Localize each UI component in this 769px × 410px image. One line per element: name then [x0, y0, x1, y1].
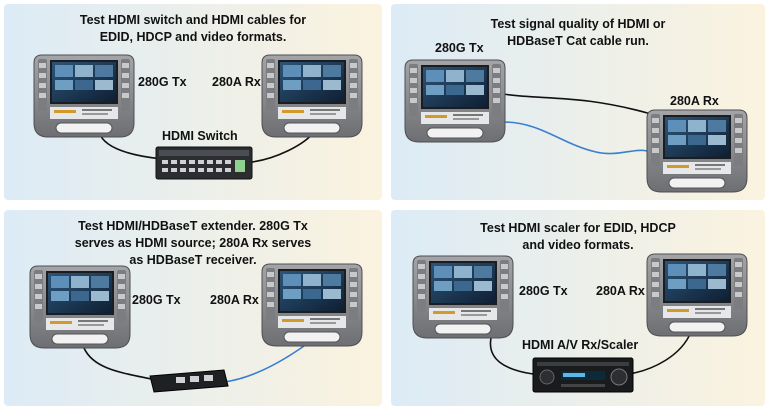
rx-analyzer-device [646, 109, 748, 193]
rx-analyzer-device [261, 54, 363, 138]
panel-title: Test HDMI switch and HDMI cables for EDI… [4, 12, 382, 46]
tx-label: 280G Tx [519, 284, 568, 298]
hdmi-switch-device [155, 146, 253, 180]
rx-label: 280A Rx [210, 293, 259, 307]
rx-label: 280A Rx [596, 284, 645, 298]
tx-analyzer-device [412, 255, 514, 339]
title-line: Test signal quality of HDMI or [490, 17, 666, 31]
tx-analyzer-device [33, 54, 135, 138]
panel-extender-test: Test HDMI/HDBaseT extender. 280G Tx serv… [4, 210, 382, 406]
tx-analyzer-device [404, 59, 506, 143]
panel-cable-run-diagram [391, 4, 765, 200]
tx-analyzer-device [29, 265, 131, 349]
panel-title: Test HDMI/HDBaseT extender. 280G Tx serv… [4, 218, 382, 269]
av-receiver-scaler-device [532, 357, 634, 393]
title-line: and video formats. [522, 238, 634, 252]
title-line: HDBaseT Cat cable run. [507, 34, 649, 48]
panel-title: Test HDMI scaler for EDID, HDCP and vide… [391, 220, 765, 254]
panel-hdmi-switch-diagram [4, 4, 382, 200]
rx-label: 280A Rx [212, 75, 261, 89]
title-line: as HDBaseT receiver. [129, 253, 257, 267]
title-line: Test HDMI switch and HDMI cables for [79, 13, 307, 27]
panel-cable-run-test: Test signal quality of HDMI or HDBaseT C… [391, 4, 765, 200]
hdbaset-extender-device [149, 369, 229, 393]
tx-label: 280G Tx [138, 75, 187, 89]
title-line: Test HDMI scaler for EDID, HDCP [480, 221, 676, 235]
hdmi-cable [502, 93, 652, 115]
rx-analyzer-device [261, 263, 363, 347]
panel-scaler-diagram [391, 210, 765, 406]
panel-scaler-test: Test HDMI scaler for EDID, HDCP and vide… [391, 210, 765, 406]
hdmi-cable [83, 347, 157, 381]
panel-title: Test signal quality of HDMI or HDBaseT C… [391, 16, 765, 50]
hdmi-cable-tx [489, 337, 534, 375]
rx-label: 280A Rx [670, 94, 719, 108]
panel-extender-diagram [4, 210, 382, 406]
title-line: Test HDMI/HDBaseT extender. 280G Tx [78, 219, 308, 233]
cat-cable [502, 121, 654, 155]
cat-cable [223, 345, 305, 383]
rx-analyzer-device [646, 253, 748, 337]
device-label: HDMI Switch [162, 129, 238, 143]
tx-label: 280G Tx [132, 293, 181, 307]
title-line: EDID, HDCP and video formats. [99, 30, 287, 44]
device-label: HDMI A/V Rx/Scaler [522, 338, 639, 352]
title-line: serves as HDMI source; 280A Rx serves [74, 236, 312, 250]
tx-label: 280G Tx [435, 41, 484, 55]
hdmi-cable-rx [628, 331, 692, 375]
panel-hdmi-switch-test: Test HDMI switch and HDMI cables for EDI… [4, 4, 382, 200]
